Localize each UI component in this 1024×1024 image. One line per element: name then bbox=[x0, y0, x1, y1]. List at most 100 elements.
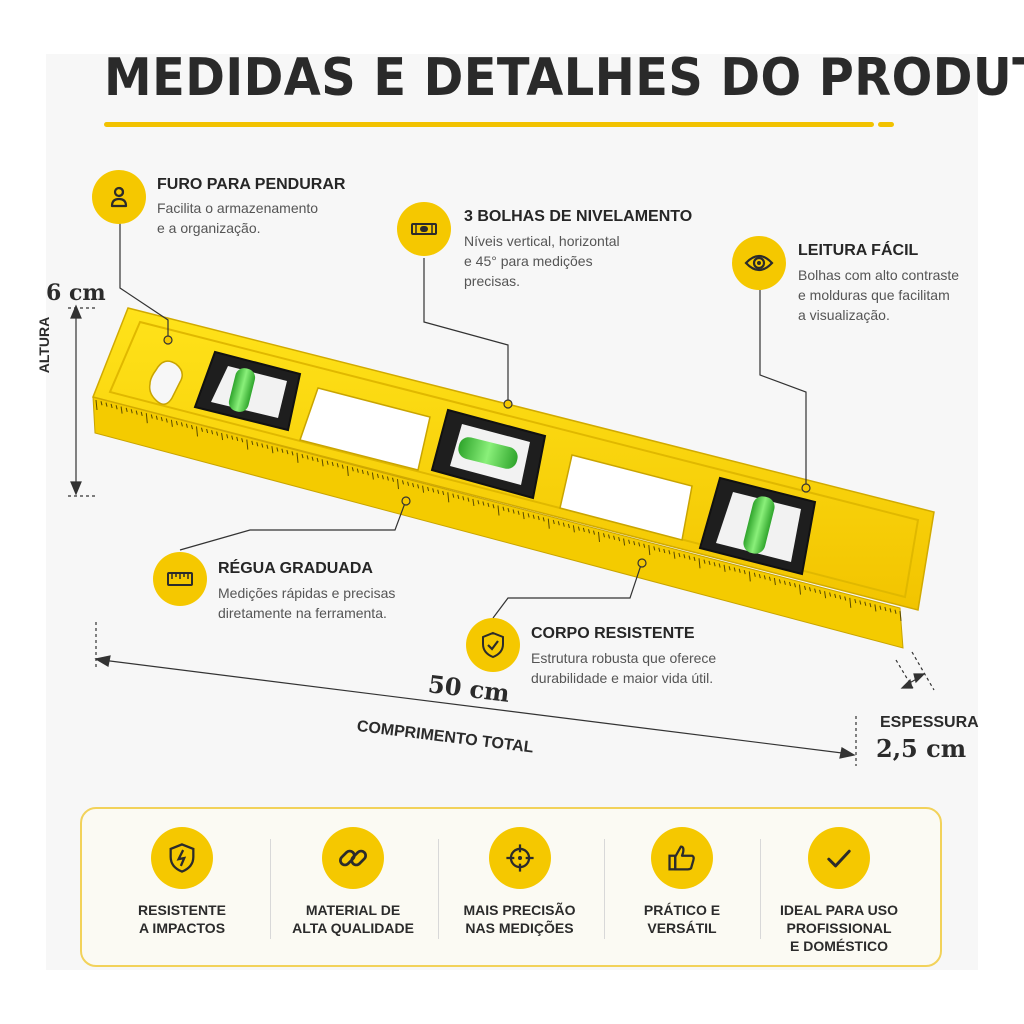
ruler-tick bbox=[251, 440, 254, 446]
ruler-tick bbox=[100, 401, 103, 406]
ruler-tick bbox=[140, 411, 143, 417]
eye-icon bbox=[732, 236, 786, 290]
ruler-tick bbox=[673, 551, 676, 559]
ruler-tick bbox=[482, 501, 485, 506]
ruler-tick bbox=[472, 498, 475, 506]
ruler-tick bbox=[145, 413, 148, 424]
ruler-tick bbox=[175, 420, 178, 426]
hole-title: FURO PARA PENDURAR bbox=[157, 176, 346, 193]
height-value: 6 cm bbox=[46, 280, 106, 306]
ruler-tick bbox=[557, 521, 560, 526]
thickness-dimension bbox=[895, 651, 935, 691]
ruler-tick bbox=[889, 608, 892, 613]
spirit-level-icon bbox=[397, 202, 451, 256]
ruler-tick bbox=[316, 457, 319, 463]
benefit-item: PRÁTICO E VERSÁTIL bbox=[622, 809, 742, 969]
ruler-tick bbox=[829, 592, 832, 597]
ruler-tick bbox=[653, 546, 656, 551]
ruler-tick bbox=[748, 571, 751, 582]
ruler-tick bbox=[120, 406, 123, 414]
ruler-tick bbox=[582, 527, 585, 533]
ruler-tick bbox=[130, 409, 133, 414]
ruler-tick bbox=[683, 554, 686, 559]
title-underline bbox=[104, 122, 874, 127]
ruler-tick bbox=[447, 492, 450, 503]
ruler-tick bbox=[758, 573, 761, 579]
ruler-tick bbox=[326, 460, 329, 465]
ruler-tick bbox=[814, 588, 817, 593]
ruler-tick bbox=[366, 471, 369, 476]
vial-2 bbox=[430, 408, 547, 500]
ruler-tick bbox=[794, 583, 796, 588]
ruler-tick bbox=[623, 538, 626, 546]
benefit-label: IDEAL PARA USO PROFISSIONAL E DOMÉSTICO bbox=[780, 902, 898, 954]
hang-hole bbox=[148, 360, 183, 405]
ruler-description: Medições rápidas e precisas diretamente … bbox=[218, 585, 396, 621]
ruler-tick bbox=[648, 545, 651, 556]
ruler-tick bbox=[698, 558, 701, 569]
ruler-tick bbox=[799, 584, 801, 595]
ruler-tick bbox=[115, 405, 118, 410]
ruler-tick bbox=[261, 443, 264, 448]
ruler-tick bbox=[291, 451, 294, 456]
ruler-tick bbox=[266, 444, 269, 449]
ruler-tick bbox=[442, 490, 445, 496]
thumbs-up-icon bbox=[651, 827, 713, 889]
hook-icon bbox=[92, 170, 146, 224]
thickness-label: ESPESSURA bbox=[880, 714, 979, 731]
ruler-tick bbox=[512, 509, 515, 514]
ruler-tick bbox=[532, 514, 535, 519]
ruler-tick bbox=[778, 579, 781, 584]
ruler-tick bbox=[381, 475, 384, 480]
ruler-tick bbox=[271, 446, 274, 454]
ruler-tick bbox=[537, 515, 540, 521]
ruler-tick bbox=[477, 500, 480, 505]
ruler-tick bbox=[196, 426, 198, 437]
benefit-item: MAIS PRECISÃO NAS MEDIÇÕES bbox=[452, 809, 587, 969]
ruler-tick bbox=[773, 577, 776, 586]
ruler-tick bbox=[608, 534, 610, 539]
ruler-tick bbox=[547, 518, 550, 529]
ruler-tick bbox=[723, 564, 726, 572]
ruler-tick bbox=[598, 531, 600, 542]
ruler-tick bbox=[432, 488, 435, 493]
ruler-tick bbox=[884, 606, 887, 612]
ruler-tick bbox=[226, 434, 229, 439]
level-inner-rim bbox=[108, 320, 920, 599]
ruler-tick bbox=[633, 540, 636, 546]
ruler-tick bbox=[351, 467, 354, 472]
ruler-tick bbox=[361, 469, 364, 475]
ruler-tick bbox=[160, 416, 163, 422]
benefit-divider bbox=[270, 839, 271, 939]
ruler-tick bbox=[417, 484, 420, 489]
benefit-item: MATERIAL DE ALTA QUALIDADE bbox=[278, 809, 428, 969]
benefit-label: RESISTENTE A IMPACTOS bbox=[138, 902, 226, 936]
chain-link-icon bbox=[322, 827, 384, 889]
ruler-tick bbox=[412, 482, 415, 488]
ruler-tick bbox=[231, 435, 234, 440]
ruler-tick bbox=[467, 497, 470, 502]
ruler-tick bbox=[849, 597, 852, 608]
shield-bolt-icon bbox=[151, 827, 213, 889]
ruler-tick bbox=[437, 489, 440, 494]
bubbles-description: Níveis vertical, horizontal e 45° para m… bbox=[464, 233, 620, 289]
ruler-tick bbox=[331, 461, 334, 467]
ruler-tick bbox=[507, 507, 510, 513]
ruler-tick bbox=[678, 552, 681, 558]
ruler-tick bbox=[804, 585, 806, 591]
ruler-tick bbox=[618, 536, 621, 542]
height-dimension bbox=[68, 304, 97, 497]
ruler-face bbox=[92, 396, 904, 649]
ruler-tick bbox=[527, 513, 530, 518]
hole-description: Facilita o armazenamento e a organização… bbox=[157, 200, 319, 236]
ruler-tick bbox=[457, 494, 460, 500]
window-1 bbox=[299, 387, 431, 471]
ruler-tick bbox=[552, 519, 555, 525]
ruler-tick bbox=[402, 480, 404, 485]
ruler-tick bbox=[688, 555, 691, 560]
ruler-tick bbox=[170, 419, 173, 427]
ruler-tick bbox=[718, 563, 721, 568]
ruler-tick bbox=[211, 430, 214, 435]
ruler-tick bbox=[422, 485, 425, 493]
ruler-tick bbox=[492, 504, 495, 509]
